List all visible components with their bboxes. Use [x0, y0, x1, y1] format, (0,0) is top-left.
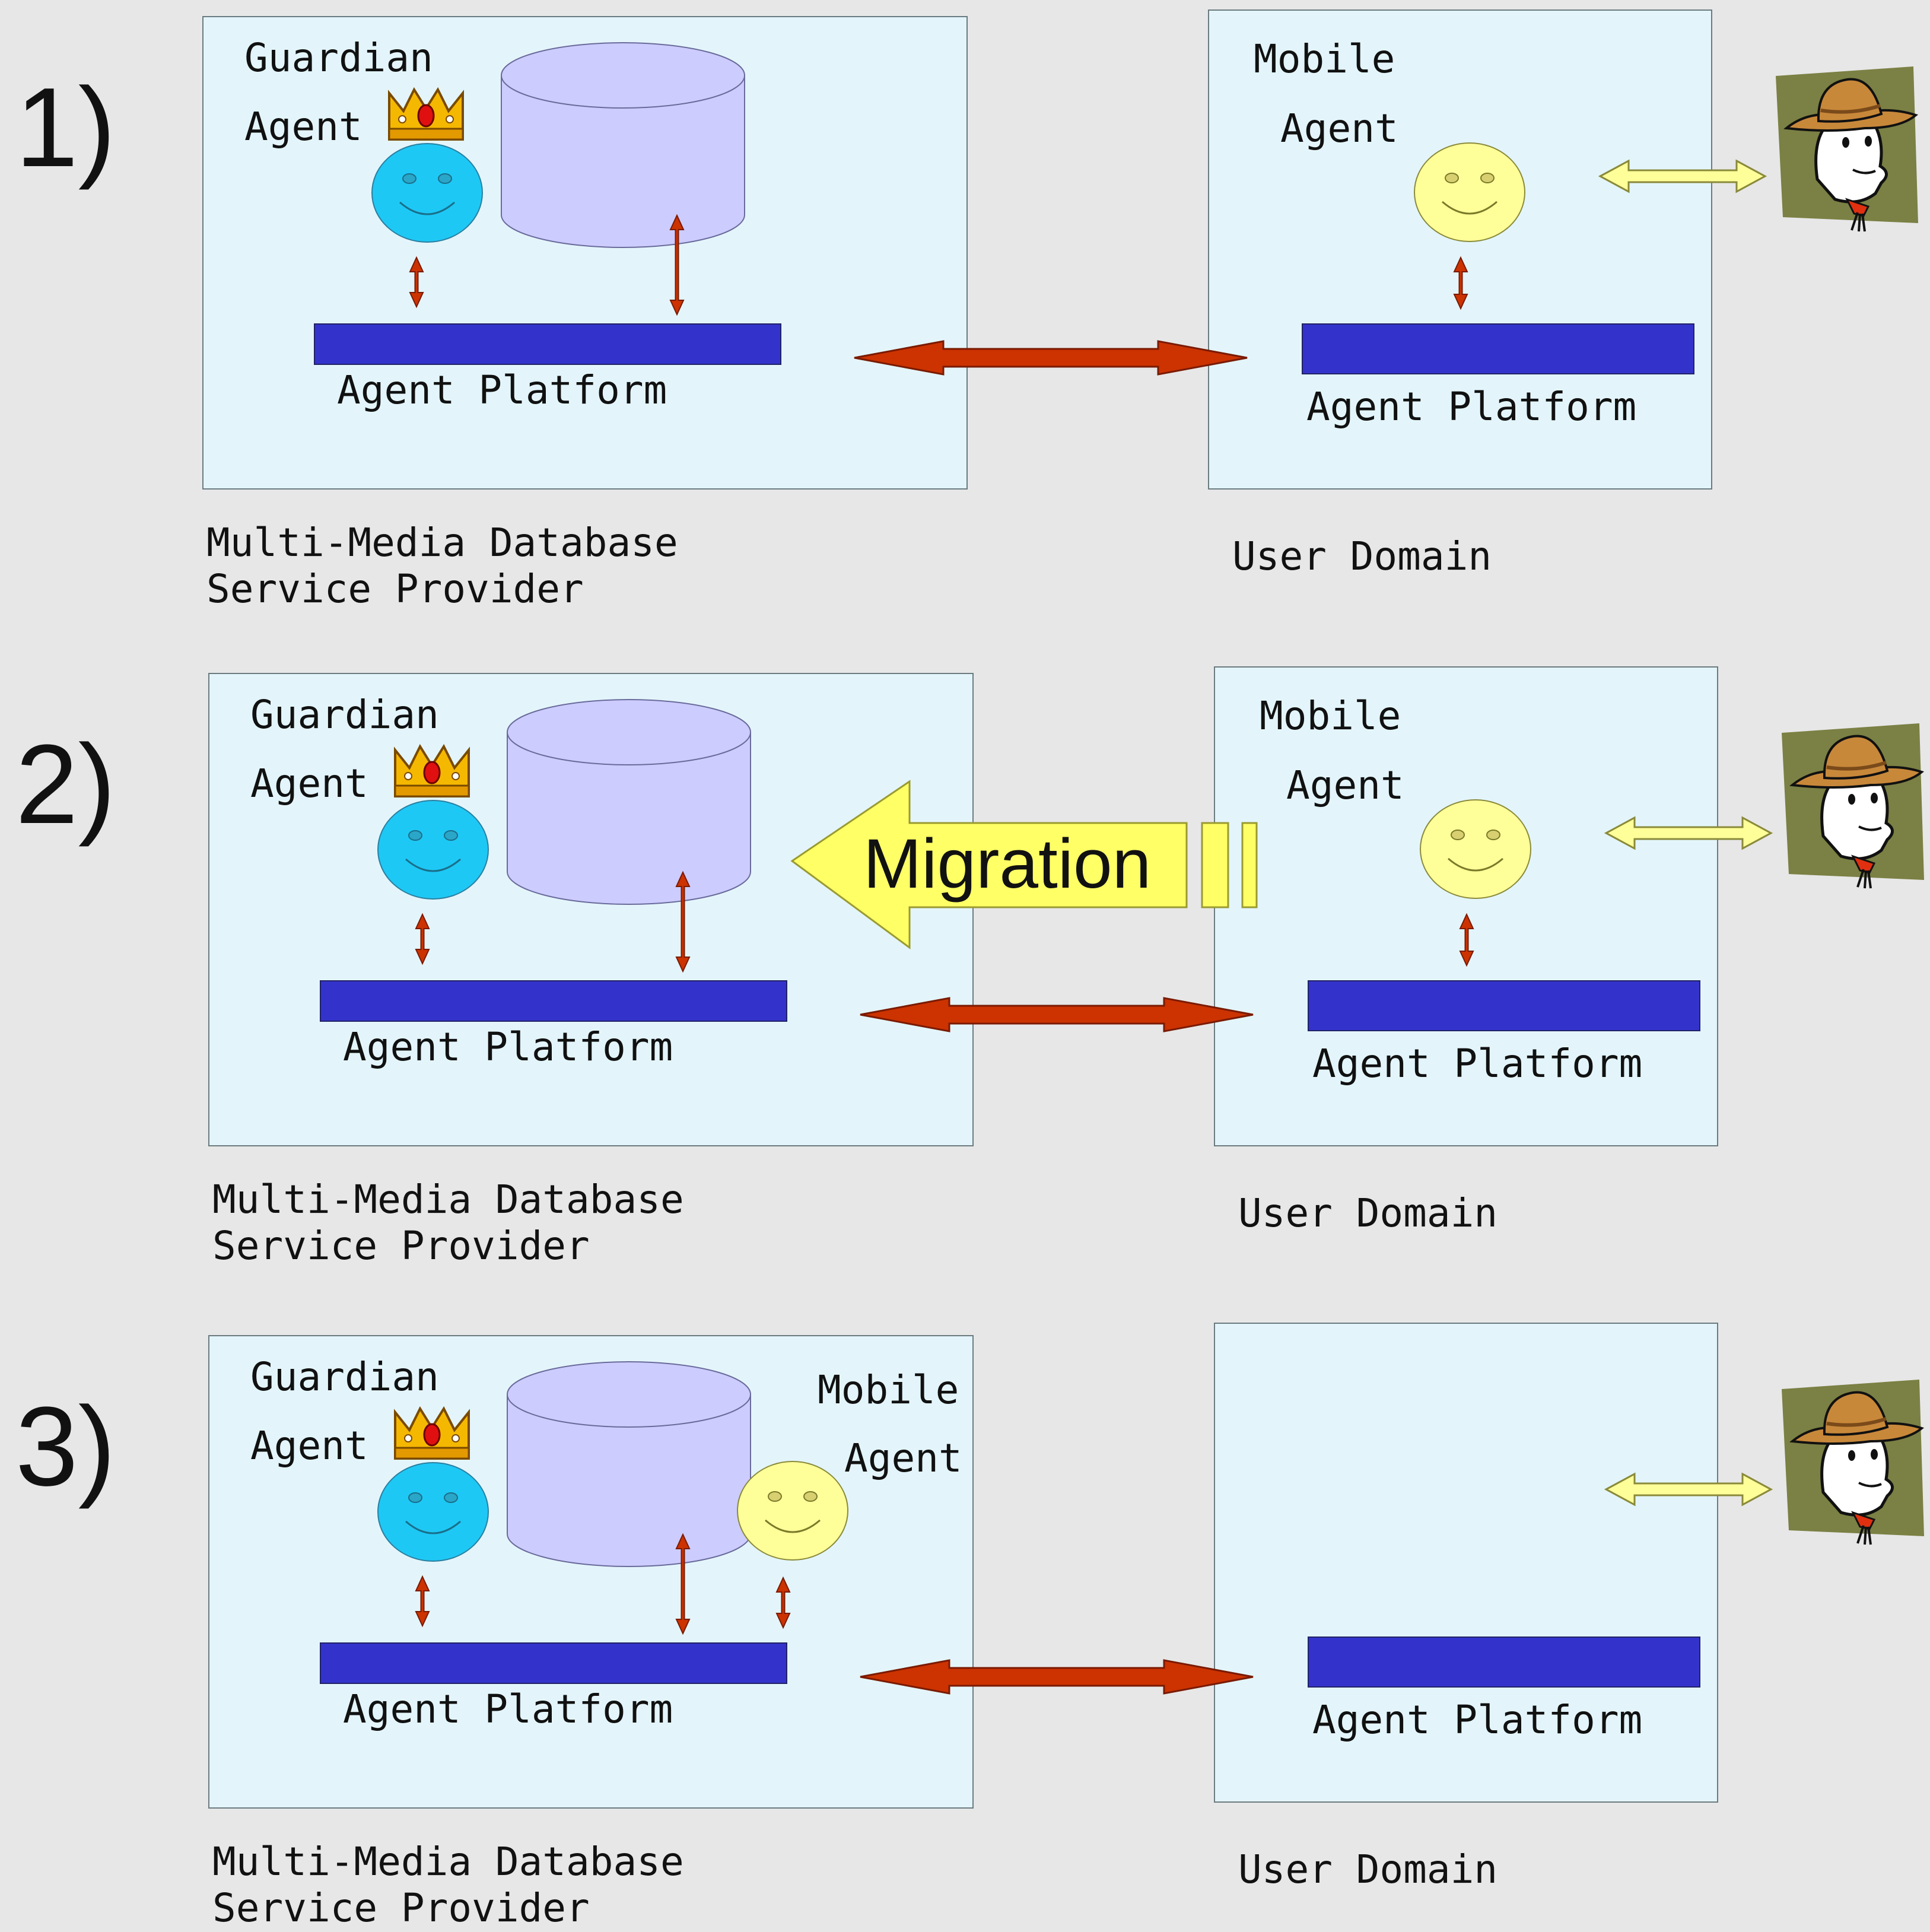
platform-link-arrow [860, 1659, 1254, 1695]
guardian-platform-arrow [415, 1575, 430, 1628]
migration-label: Migration [863, 825, 1151, 903]
provider-caption-line1: Multi-Media Database [212, 1839, 684, 1885]
migration-arrow: Migration [790, 780, 1258, 949]
mobile-platform-arrow [1453, 256, 1468, 310]
step-label: 2) [15, 722, 116, 847]
provider-platform-bar [320, 1642, 787, 1684]
mobile-agent-icon [1419, 799, 1532, 900]
guardian-label: Guardian [244, 35, 433, 81]
provider-caption-line2: Service Provider [206, 566, 584, 612]
migration-trail-2 [1241, 822, 1258, 908]
step-label: 3) [15, 1384, 116, 1510]
step-label: 1) [15, 65, 116, 190]
user-platform-bar [1302, 323, 1694, 374]
mobile-agent-icon [736, 1460, 849, 1561]
user-interaction-arrow [1598, 159, 1767, 193]
provider-platform-label: Agent Platform [343, 1686, 673, 1732]
mobile-agent-icon [1413, 142, 1526, 243]
guardian-agent-label: Agent [250, 761, 368, 806]
provider-platform-bar [314, 323, 781, 365]
user-domain-caption: User Domain [1238, 1190, 1497, 1236]
migration-trail-1 [1201, 822, 1229, 908]
provider-platform-label: Agent Platform [343, 1024, 673, 1070]
platform-link-arrow [854, 340, 1248, 376]
mobile-agent-label: Agent [1280, 106, 1398, 151]
mobile-platform-arrow [775, 1576, 791, 1629]
provider-caption-line1: Multi-Media Database [212, 1177, 684, 1222]
user-domain-caption: User Domain [1232, 533, 1492, 579]
mobile-label: Mobile [818, 1367, 959, 1413]
mobile-agent-label: Agent [1286, 762, 1404, 808]
guardian-label: Guardian [250, 1354, 439, 1400]
user-cowboy-icon [1782, 1380, 1924, 1545]
user-interaction-arrow [1604, 1472, 1773, 1507]
database-icon [507, 699, 751, 905]
user-cowboy-icon [1782, 723, 1924, 888]
guardian-platform-arrow [415, 913, 430, 965]
database-platform-arrow [669, 214, 685, 316]
provider-platform-label: Agent Platform [337, 367, 667, 413]
user-interaction-arrow [1604, 816, 1773, 850]
user-platform-bar [1308, 980, 1700, 1031]
user-platform-bar [1308, 1637, 1700, 1688]
mobile-label: Mobile [1260, 693, 1401, 739]
provider-platform-bar [320, 980, 787, 1022]
user-platform-label: Agent Platform [1312, 1697, 1642, 1743]
guardian-label: Guardian [250, 692, 439, 738]
user-domain-box [1214, 1323, 1718, 1803]
user-domain-box [1208, 9, 1712, 490]
mobile-agent-label: Agent [844, 1435, 962, 1481]
guardian-agent-icon [377, 1461, 489, 1562]
guardian-agent-icon [371, 142, 484, 243]
user-domain-box [1214, 666, 1718, 1146]
guardian-platform-arrow [409, 256, 424, 309]
user-platform-label: Agent Platform [1306, 384, 1636, 430]
database-platform-arrow [675, 1533, 691, 1635]
database-icon [507, 1361, 751, 1567]
provider-caption-line1: Multi-Media Database [206, 520, 678, 565]
migration-arrow-body [790, 780, 1188, 949]
database-icon [501, 42, 745, 248]
provider-caption-line2: Service Provider [212, 1223, 590, 1269]
user-cowboy-icon [1776, 66, 1918, 231]
mobile-platform-arrow [1459, 913, 1474, 967]
mobile-label: Mobile [1254, 36, 1395, 82]
platform-link-arrow [860, 997, 1254, 1032]
user-platform-label: Agent Platform [1312, 1041, 1642, 1086]
guardian-agent-icon [377, 799, 489, 900]
guardian-agent-label: Agent [244, 104, 363, 150]
provider-caption-line2: Service Provider [212, 1885, 590, 1931]
guardian-agent-label: Agent [250, 1423, 368, 1469]
user-domain-caption: User Domain [1238, 1847, 1497, 1892]
database-platform-arrow [675, 870, 691, 973]
